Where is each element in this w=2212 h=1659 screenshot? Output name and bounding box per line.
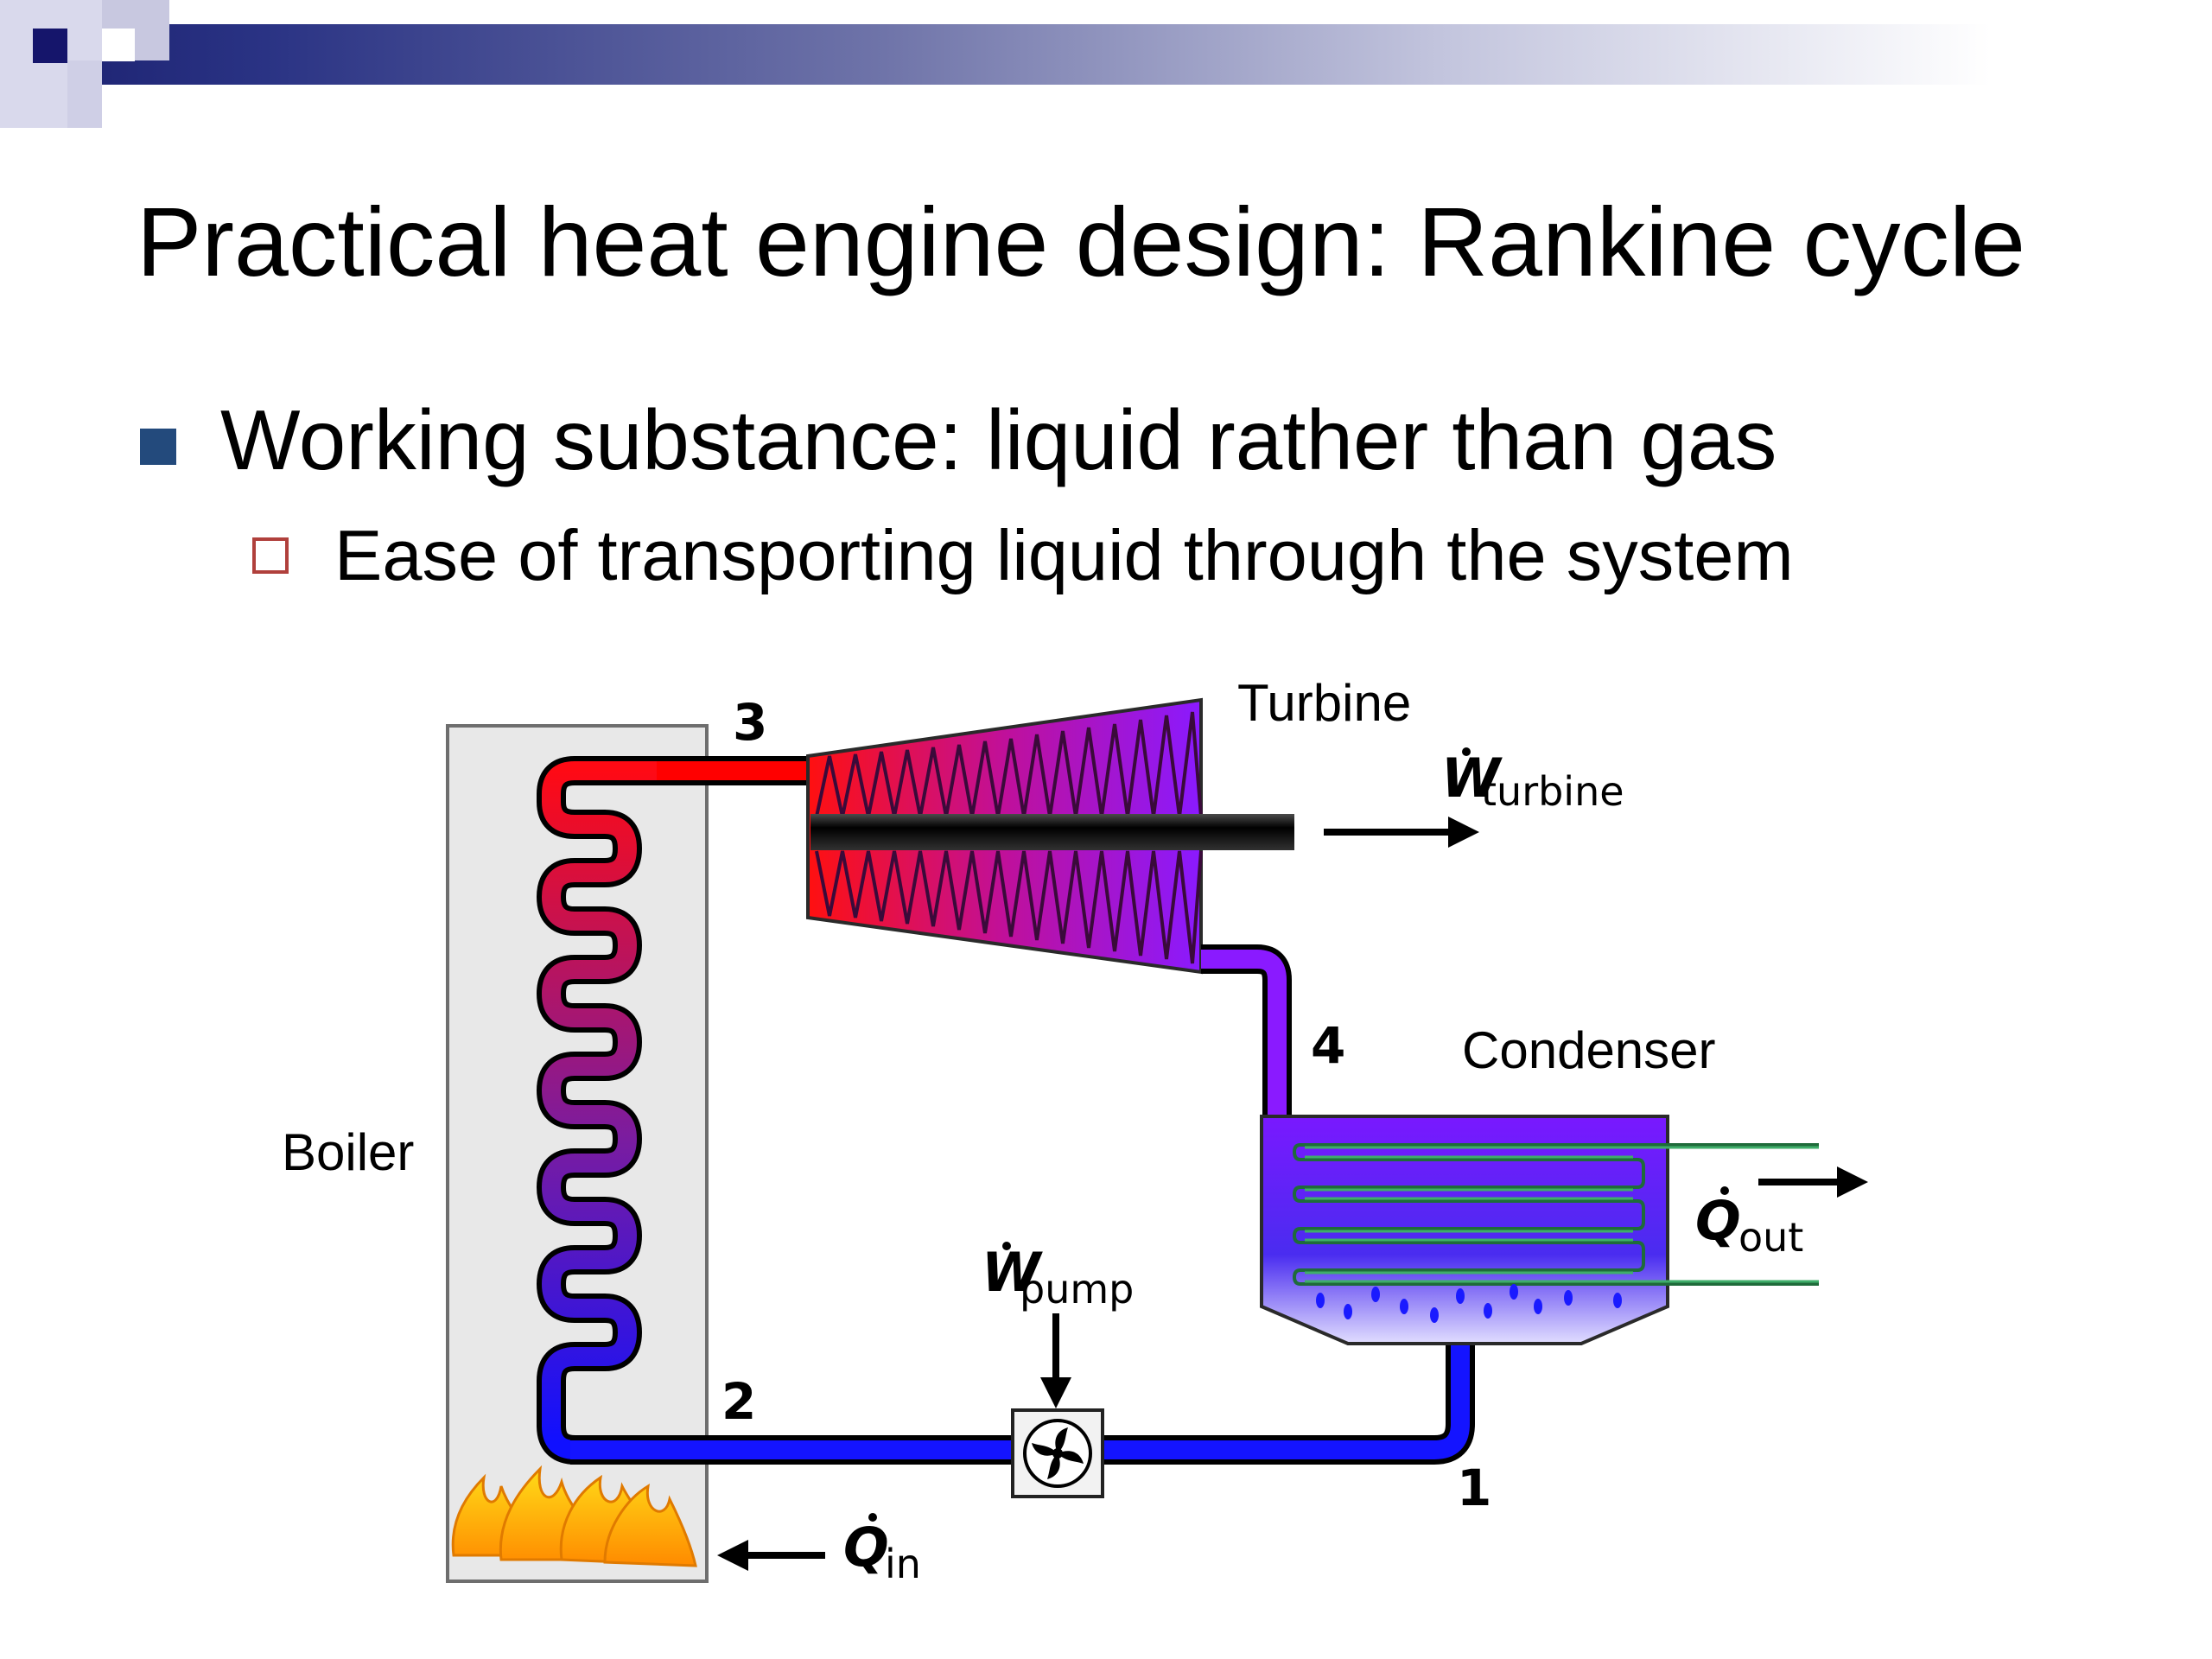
exhaust-pipe — [1201, 944, 1292, 1123]
header-square-dark — [33, 29, 67, 63]
turbine-shaft — [810, 814, 1294, 850]
svg-text:W: W — [1441, 747, 1503, 810]
header-square-pale — [67, 60, 102, 128]
state-4-label: 4 — [1311, 1016, 1345, 1075]
bullet-level-2: Ease of transporting liquid through the … — [334, 515, 1794, 595]
hollow-square-bullet-icon — [252, 537, 289, 574]
w-pump-symbol: W pump — [982, 1241, 1134, 1313]
svg-text:pump: pump — [1020, 1266, 1134, 1313]
svg-text:out: out — [1738, 1214, 1803, 1261]
condensate-droplets — [1316, 1284, 1622, 1323]
svg-text:Q: Q — [843, 1516, 889, 1579]
state-1-label: 1 — [1457, 1459, 1491, 1517]
arrow-q-in-icon — [717, 1540, 825, 1571]
header-gradient-bar — [0, 24, 2212, 85]
arrow-w-turbine-icon — [1324, 817, 1479, 848]
bullet-level-1: Working substance: liquid rather than ga… — [220, 392, 1777, 487]
w-turbine-symbol: W turbine — [1441, 747, 1624, 815]
header-square-white — [102, 29, 135, 61]
svg-text:W: W — [982, 1241, 1043, 1304]
bullet-square-icon — [140, 429, 176, 465]
slide-title: Practical heat engine design: Rankine cy… — [137, 188, 2025, 296]
turbine-blades — [815, 711, 1203, 964]
svg-text:Q: Q — [1695, 1189, 1741, 1252]
svg-text:turbine: turbine — [1481, 768, 1624, 815]
svg-text:in: in — [885, 1541, 921, 1587]
state-3-label: 3 — [733, 693, 767, 752]
q-in-symbol: Q in — [843, 1513, 921, 1587]
boiler-label: Boiler — [282, 1123, 414, 1181]
arrow-w-pump-icon — [1040, 1313, 1071, 1408]
state-2-label: 2 — [721, 1372, 756, 1431]
condenser-coil — [1292, 1143, 1819, 1286]
turbine-label: Turbine — [1237, 674, 1411, 732]
condenser-label: Condenser — [1462, 1021, 1716, 1079]
flame-icon — [451, 1465, 697, 1567]
q-out-symbol: Q out — [1695, 1186, 1803, 1261]
arrow-q-out-icon — [1758, 1166, 1868, 1198]
